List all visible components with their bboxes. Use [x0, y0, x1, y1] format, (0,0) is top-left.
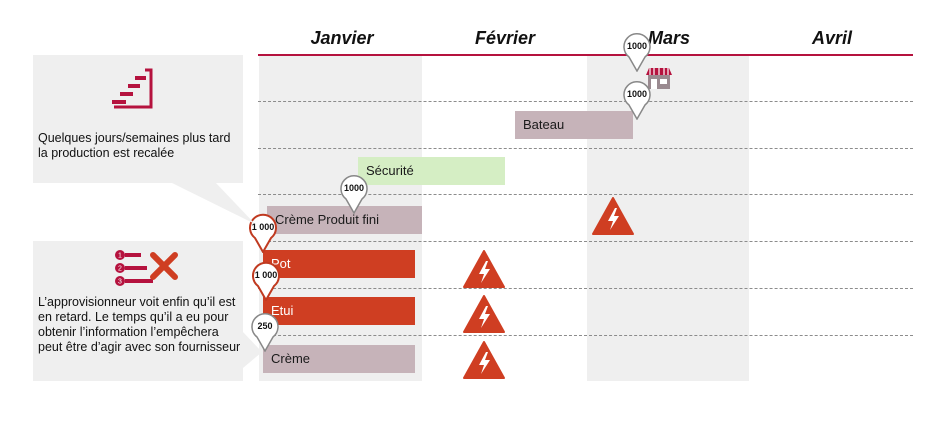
pin-label: 1 000 — [251, 222, 275, 232]
store-icon — [645, 66, 673, 90]
pin-securite: 1000 — [339, 174, 369, 215]
svg-text:3: 3 — [118, 279, 122, 286]
month-mars: Mars — [647, 28, 691, 48]
timeline-header-line — [258, 54, 913, 56]
pin-mars-bateau: 1000 — [622, 80, 652, 121]
warning-icon — [462, 249, 506, 289]
pin-etui: 250 — [250, 312, 280, 353]
row-separator — [258, 101, 913, 102]
warning-icon — [462, 340, 506, 380]
callout-approvisionneur-text: L’approvisionneur voit enfin qu’il est e… — [38, 295, 241, 354]
bar-creme: Crème — [263, 345, 415, 373]
svg-text:1: 1 — [118, 253, 122, 260]
pin-mars-top: 1000 — [622, 32, 652, 73]
callout-production-text: Quelques jours/semaines plus tard la pro… — [38, 131, 231, 160]
row-separator — [258, 335, 913, 336]
pin-label: 1000 — [626, 41, 648, 51]
pin-label: 1000 — [626, 89, 648, 99]
row-separator — [258, 288, 913, 289]
bar-pot: Pot — [263, 250, 415, 278]
callout-production: Quelques jours/semaines plus tard la pro… — [33, 55, 243, 183]
bar-securite: Sécurité — [358, 157, 505, 185]
warning-icon — [591, 196, 635, 236]
pin-label: 1 000 — [254, 270, 278, 280]
staircase-chart-icon — [109, 67, 153, 109]
month-fevrier: Février — [474, 28, 536, 48]
row-separator — [258, 241, 913, 242]
row-separator — [258, 194, 913, 195]
callout-approvisionneur-pointer — [240, 330, 265, 370]
month-avril: Avril — [811, 28, 853, 48]
pin-label: 250 — [257, 321, 273, 331]
row-separator — [258, 148, 913, 149]
pin-label: 1000 — [343, 183, 365, 193]
bar-etui: Etui — [263, 297, 415, 325]
bar-creme-produit-fini: Crème Produit fini — [267, 206, 422, 234]
callout-production-pointer — [170, 182, 260, 227]
callout-approvisionneur: 1 2 3 L’approvisionneur voit enfin qu’il… — [33, 241, 243, 381]
month-janvier: Janvier — [310, 28, 374, 48]
warning-icon — [462, 294, 506, 334]
pin-pot: 1 000 — [251, 261, 281, 303]
svg-text:2: 2 — [118, 266, 122, 273]
numbered-list-cross-icon: 1 2 3 — [113, 247, 183, 291]
pin-creme-produit-fini: 1 000 — [248, 213, 278, 255]
bar-bateau: Bateau — [515, 111, 633, 139]
